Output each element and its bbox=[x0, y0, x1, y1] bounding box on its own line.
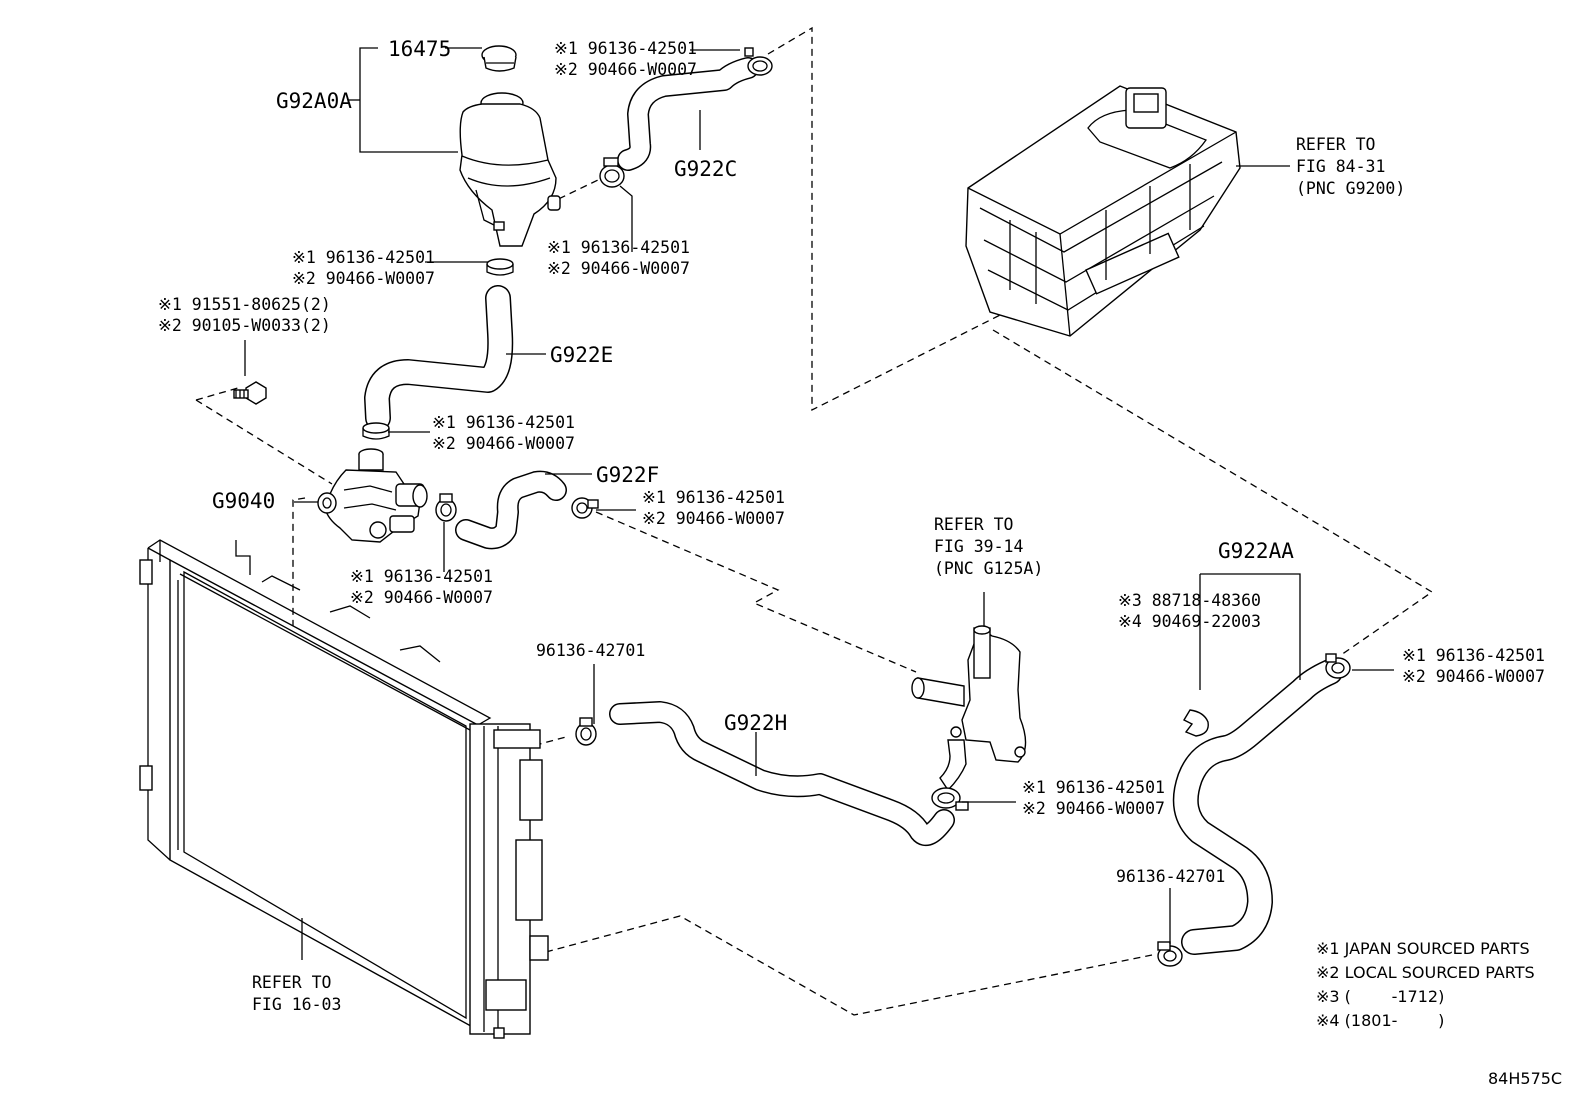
note-japan: ※1 JAPAN SOURCED PARTS bbox=[1316, 939, 1530, 958]
ref-inverter-line3: (PNC G9200) bbox=[1296, 179, 1405, 198]
clamp-res-pn2: ※2 90466-W0007 bbox=[292, 269, 435, 288]
bolt-pn1: ※1 91551-80625(2) bbox=[158, 295, 331, 314]
clamp-pump-top-pn2: ※2 90466-W0007 bbox=[432, 434, 575, 453]
note-local: ※2 LOCAL SOURCED PARTS bbox=[1316, 963, 1535, 982]
clamp-mid-pn1: ※1 96136-42501 bbox=[547, 238, 690, 257]
clamp-aa-bottom bbox=[1157, 941, 1183, 967]
water-pump bbox=[317, 448, 428, 543]
hose-clip bbox=[1183, 709, 1209, 737]
label-g922c: G922C bbox=[674, 157, 737, 181]
ref-radiator-line2: FIG 16-03 bbox=[252, 995, 341, 1014]
hose-g922f bbox=[455, 470, 567, 550]
clamp-pump-bot-pn2: ※2 90466-W0007 bbox=[350, 588, 493, 607]
clamp-pump-bottom bbox=[435, 493, 457, 522]
clamp-pump-top bbox=[362, 422, 390, 440]
reservoir-cap bbox=[481, 45, 517, 72]
note-3: ※3 ( -1712) bbox=[1316, 987, 1444, 1006]
part-number-labels: ※1 96136-42501 ※2 90466-W0007 ※1 96136-4… bbox=[158, 39, 1545, 886]
hose-g922e bbox=[364, 285, 514, 431]
inverter bbox=[965, 85, 1241, 337]
clamp-reservoir bbox=[486, 258, 514, 276]
clamp-top bbox=[744, 47, 773, 76]
clamp-aa-top bbox=[1325, 653, 1351, 679]
clamp-cooler bbox=[931, 787, 969, 811]
leader-lines bbox=[244, 47, 1394, 960]
clamp-h bbox=[575, 717, 597, 746]
note-4: ※4 (1801- ) bbox=[1316, 1011, 1444, 1030]
notes: ※1 JAPAN SOURCED PARTS ※2 LOCAL SOURCED … bbox=[1316, 939, 1562, 1088]
label-g9040: G9040 bbox=[212, 489, 275, 513]
hose-g922h bbox=[609, 701, 955, 846]
aa-clip-pn4: ※4 90469-22003 bbox=[1118, 612, 1261, 631]
clamp-f-pn2: ※2 90466-W0007 bbox=[642, 509, 785, 528]
figure-id: 84H575C bbox=[1488, 1069, 1562, 1088]
bolt-pn2: ※2 90105-W0033(2) bbox=[158, 316, 331, 335]
reservoir-tank bbox=[459, 92, 561, 247]
pnc-labels: 16475 G92A0A G922C G922E G922F G9040 G92… bbox=[212, 37, 1294, 735]
clamp-aa-bottom-pn: 96136-42701 bbox=[1116, 867, 1225, 886]
label-g922f: G922F bbox=[596, 463, 659, 487]
label-g922h: G922H bbox=[724, 711, 787, 735]
clamp-h-pn: 96136-42701 bbox=[536, 641, 645, 660]
hose-g922aa bbox=[1172, 659, 1343, 955]
clamp-top-pn2: ※2 90466-W0007 bbox=[554, 60, 697, 79]
label-g92a0a: G92A0A bbox=[276, 89, 352, 113]
clamp-mid bbox=[599, 157, 625, 188]
ref-inverter-line2: FIG 84-31 bbox=[1296, 157, 1385, 176]
clamp-top-pn1: ※1 96136-42501 bbox=[554, 39, 697, 58]
clamp-cooler-pn1: ※1 96136-42501 bbox=[1022, 778, 1165, 797]
clamp-aa-right-pn2: ※2 90466-W0007 bbox=[1402, 667, 1545, 686]
clamp-f-pn1: ※1 96136-42501 bbox=[642, 488, 785, 507]
clamp-pump-top-pn1: ※1 96136-42501 bbox=[432, 413, 575, 432]
clamp-pump-bot-pn1: ※1 96136-42501 bbox=[350, 567, 493, 586]
ref-cooler-line2: FIG 39-14 bbox=[934, 537, 1023, 556]
refer-labels: REFER TO FIG 84-31 (PNC G9200) REFER TO … bbox=[252, 135, 1405, 1014]
clamp-res-pn1: ※1 96136-42501 bbox=[292, 248, 435, 267]
radiator bbox=[139, 539, 549, 1039]
ref-cooler-line1: REFER TO bbox=[934, 515, 1013, 534]
label-g922e: G922E bbox=[550, 343, 613, 367]
clamp-cooler-pn2: ※2 90466-W0007 bbox=[1022, 799, 1165, 818]
clamp-f bbox=[571, 497, 599, 519]
clamp-mid-pn2: ※2 90466-W0007 bbox=[547, 259, 690, 278]
aa-clip-pn3: ※3 88718-48360 bbox=[1118, 591, 1261, 610]
bolt bbox=[233, 381, 267, 405]
hose-g922c bbox=[617, 57, 759, 171]
ref-inverter-line1: REFER TO bbox=[1296, 135, 1375, 154]
oil-cooler bbox=[911, 625, 1027, 792]
label-16475: 16475 bbox=[388, 37, 451, 61]
clamp-aa-right-pn1: ※1 96136-42501 bbox=[1402, 646, 1545, 665]
label-g922aa: G922AA bbox=[1218, 539, 1294, 563]
ref-radiator-line1: REFER TO bbox=[252, 973, 331, 992]
ref-cooler-line3: (PNC G125A) bbox=[934, 559, 1043, 578]
